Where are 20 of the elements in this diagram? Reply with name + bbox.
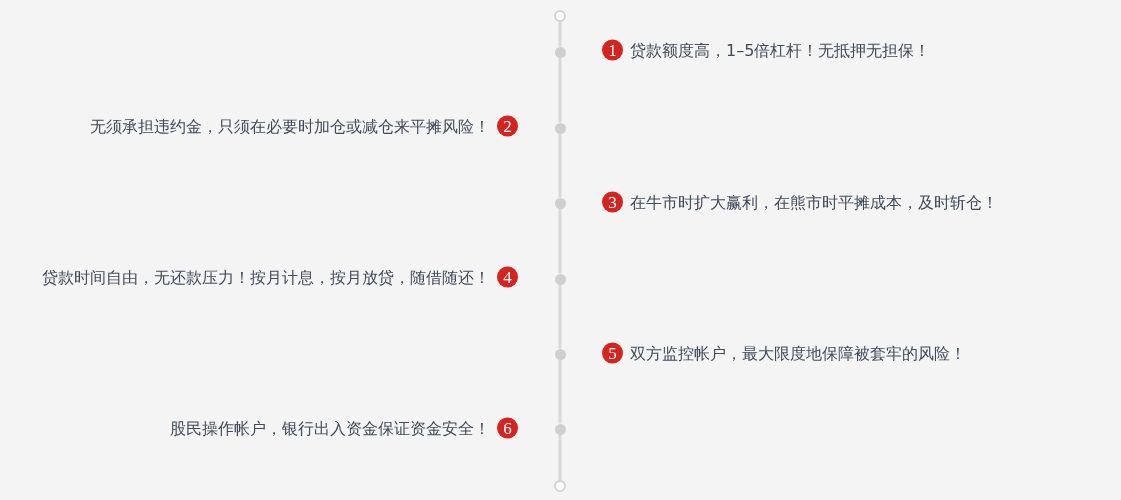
number-disc: 6 [497, 417, 518, 439]
description-text: 股民操作帐户，银行出入资金保证资金安全！ [170, 418, 490, 438]
description-text: 在牛市时扩大赢利，在熊市时平摊成本，及时斩仓！ [630, 192, 998, 212]
number-disc: 2 [497, 115, 518, 137]
timeline-dot [554, 348, 566, 360]
timeline-end-circle [554, 10, 566, 22]
description-text: 无须承担违约金，只须在必要时加仓或减仓来平摊风险！ [90, 116, 490, 136]
description-text: 双方监控帐户，最大限度地保障被套牢的风险！ [630, 343, 966, 363]
timeline-dot [554, 46, 566, 58]
timeline-dot [554, 197, 566, 209]
timeline-end-circle [554, 480, 566, 492]
number-disc: 5 [602, 342, 623, 364]
description-text: 贷款时间自由，无还款压力！按月计息，按月放贷，随借随还！ [42, 267, 490, 287]
timeline-dot [554, 122, 566, 134]
number-disc: 1 [602, 39, 623, 61]
timeline-dot [554, 273, 566, 285]
number-disc: 3 [602, 191, 623, 213]
timeline-dot [554, 423, 566, 435]
number-disc: 4 [497, 266, 518, 288]
description-text: 贷款额度高，1–5倍杠杆！无抵押无担保！ [630, 40, 931, 60]
